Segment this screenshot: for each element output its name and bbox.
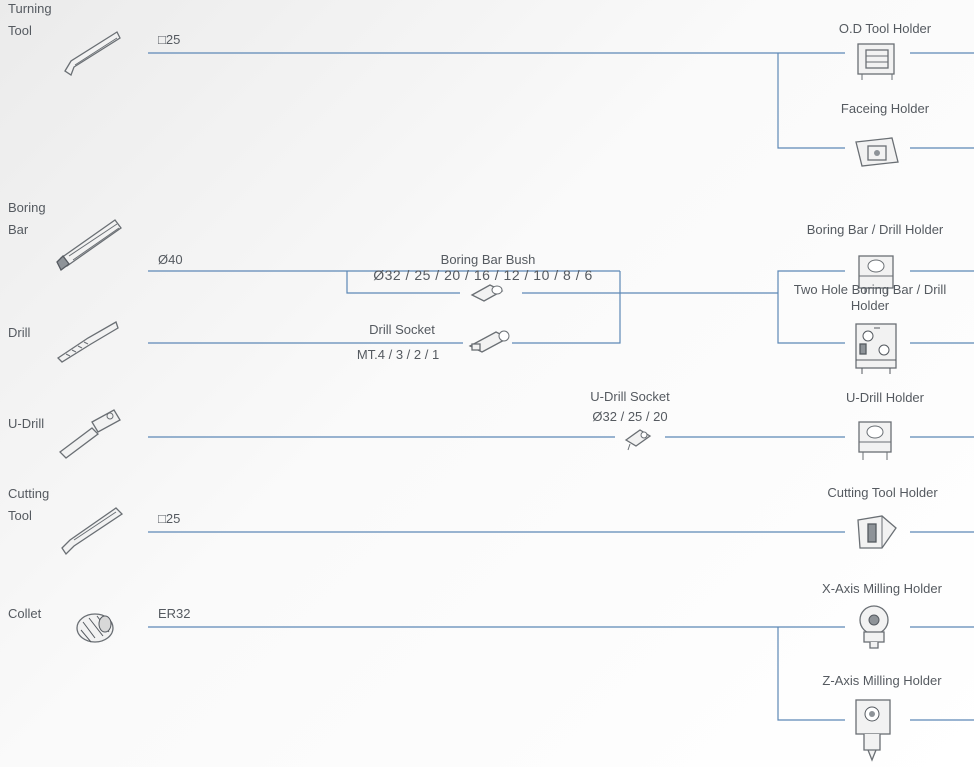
drill-icon <box>56 321 119 363</box>
holder-name-two-hole: Two Hole Boring Bar / Drill Holder <box>793 282 947 313</box>
u-drill-icon <box>59 409 121 459</box>
cutting-tool-icon <box>61 507 124 556</box>
holder-name-boring-bar-drill: Boring Bar / Drill Holder <box>806 222 944 237</box>
holder-name-z-axis-milling: Z-Axis Milling Holder <box>822 673 942 688</box>
faceing-holder-icon <box>855 137 899 167</box>
od-tool-holder-icon <box>857 43 895 80</box>
x-axis-milling-holder-icon <box>859 605 889 649</box>
drill-socket-sizes: MT.4 / 3 / 2 / 1 <box>356 347 440 362</box>
u-drill-socket-title: U-Drill Socket <box>590 389 670 404</box>
drill-socket-line <box>512 271 621 344</box>
holder-name-cutting-tool: Cutting Tool Holder <box>827 485 938 500</box>
collet-icon <box>76 613 114 643</box>
tool-name-collet: Collet <box>8 606 42 621</box>
holder-name-od: O.D Tool Holder <box>838 21 932 36</box>
z-axis-milling-holder-icon <box>855 699 891 762</box>
spec-boring-bar: Ø40 <box>158 252 183 267</box>
drill-socket-icon <box>468 330 510 353</box>
boring-bar-bush-title: Boring Bar Bush <box>440 252 536 267</box>
spec-turning: □25 <box>158 32 181 47</box>
cutting-tool-holder-icon <box>857 515 897 549</box>
boring-holders-bracket <box>777 270 845 344</box>
z-axis-branch-line <box>777 627 845 721</box>
two-hole-holder-icon <box>855 323 897 374</box>
turning-tool-icon <box>64 31 121 76</box>
holder-name-faceing: Faceing Holder <box>840 101 930 116</box>
u-drill-socket-sizes: Ø32 / 25 / 20 <box>592 409 668 424</box>
spec-collet: ER32 <box>158 606 191 621</box>
holder-name-x-axis-milling: X-Axis Milling Holder <box>822 581 942 596</box>
tool-name-drill: Drill <box>8 325 31 340</box>
spec-cutting: □25 <box>158 511 181 526</box>
boring-bar-bush-sizes: Ø32 / 25 / 20 / 16 / 12 / 10 / 8 / 6 <box>373 267 593 283</box>
u-drill-socket-icon <box>624 429 652 451</box>
boring-bar-drill-holder-icon <box>858 255 894 294</box>
boring-bar-icon <box>56 219 122 271</box>
boring-bar-bush-icon <box>470 284 504 302</box>
tool-name-u-drill: U-Drill <box>8 416 45 431</box>
holder-name-u-drill: U-Drill Holder <box>845 390 924 405</box>
boring-bush-bracket <box>346 271 460 294</box>
faceing-branch-line <box>777 53 845 149</box>
u-drill-holder-icon <box>858 421 892 460</box>
drill-socket-title: Drill Socket <box>369 322 435 337</box>
